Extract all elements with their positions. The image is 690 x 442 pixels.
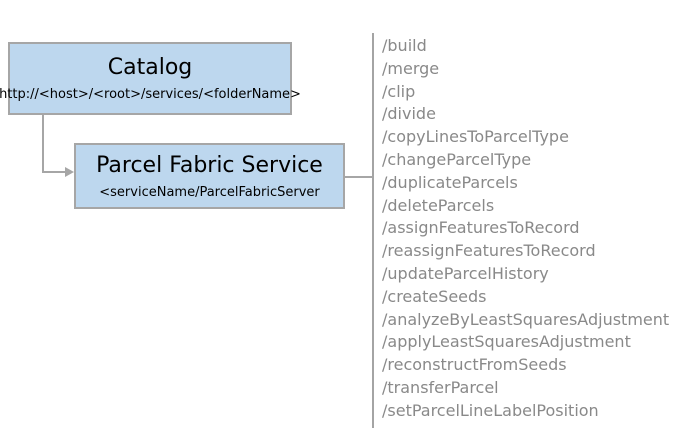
parcel-fabric-service-node: Parcel Fabric Service <serviceName/Parce… [74, 143, 345, 209]
connector-horizontal-segment [42, 171, 66, 173]
endpoint-item: /assignFeaturesToRecord [382, 218, 580, 238]
catalog-url-pattern: http://<host>/<root>/services/<folderNam… [0, 86, 301, 102]
endpoint-item: /createSeeds [382, 286, 487, 306]
endpoint-item: /applyLeastSquaresAdjustment [382, 332, 631, 352]
endpoint-item: /deleteParcels [382, 195, 495, 215]
endpoint-item: /copyLinesToParcelType [382, 127, 569, 147]
service-to-list-connector [345, 176, 373, 178]
catalog-title: Catalog [107, 54, 193, 80]
endpoint-item: /analyzeByLeastSquaresAdjustment [382, 309, 670, 329]
connector-vertical-segment [42, 114, 44, 173]
endpoint-item: /changeParcelType [382, 149, 532, 169]
endpoint-item: /build [382, 36, 427, 55]
endpoint-item: /divide [382, 104, 436, 124]
catalog-node: Catalog http://<host>/<root>/services/<f… [0, 42, 301, 115]
service-title: Parcel Fabric Service [96, 153, 323, 178]
endpoint-item: /clip [382, 81, 416, 101]
arrow-right-icon [65, 167, 74, 177]
endpoint-item: /reassignFeaturesToRecord [382, 241, 596, 261]
endpoint-item: /merge [382, 58, 440, 78]
operations-divider-line [372, 33, 374, 428]
endpoint-item: /setParcelLineLabelPosition [382, 400, 599, 420]
endpoint-item: /updateParcelHistory [382, 263, 549, 283]
endpoint-item: /transferParcel [382, 377, 499, 397]
endpoint-item: /duplicateParcels [382, 172, 518, 192]
service-path-pattern: <serviceName/ParcelFabricServer [99, 185, 320, 200]
operations-list: /build/merge/clip/divide/copyLinesToParc… [382, 35, 669, 423]
endpoint-item: /reconstructFromSeeds [382, 355, 567, 375]
